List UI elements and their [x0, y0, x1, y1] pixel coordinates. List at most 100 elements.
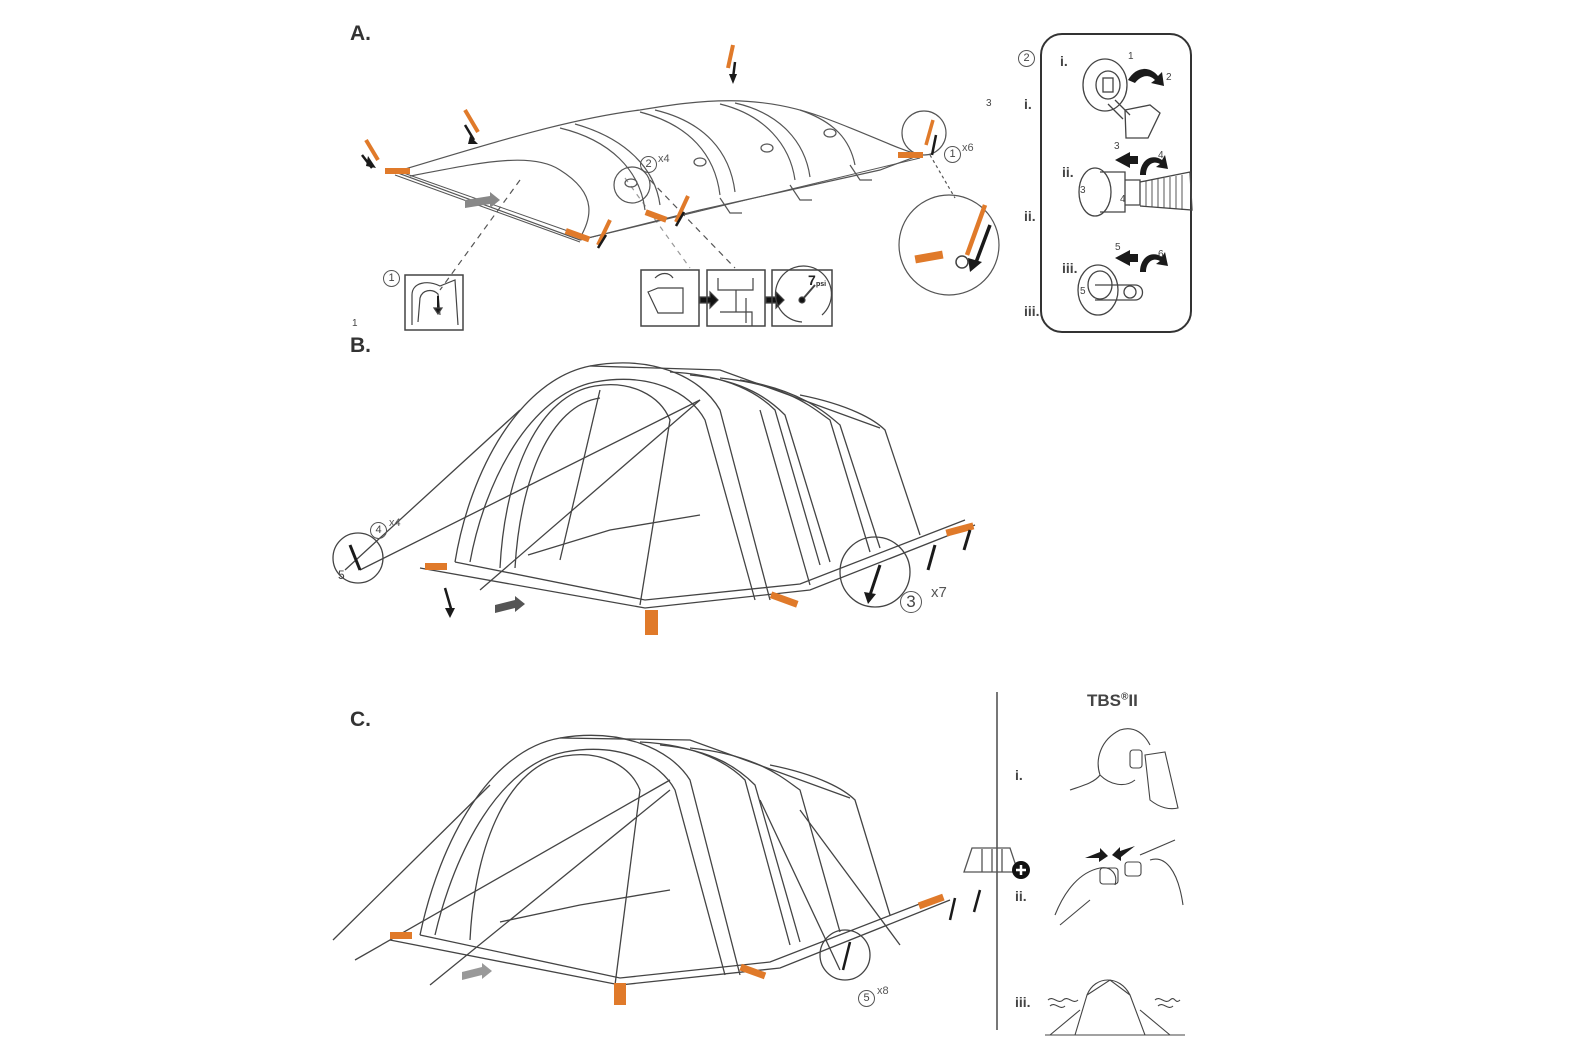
inner-step-iii: iii.	[1062, 260, 1078, 276]
callout-peg: 1	[944, 146, 961, 163]
peg-markers	[361, 44, 992, 272]
zoom-circle-peg	[901, 110, 947, 156]
ground-arrow	[465, 192, 500, 208]
tent-arch-4	[769, 764, 891, 916]
peg-icon	[361, 138, 380, 169]
callout-valve: 2	[640, 156, 657, 173]
zoom-circle-guy-peg	[332, 532, 384, 584]
hand-icon	[1069, 728, 1151, 791]
step-number: 4	[1158, 150, 1164, 161]
porch-curve	[409, 159, 590, 239]
zoom-circle-peg-detail	[898, 194, 1000, 296]
step-box-gauge	[771, 269, 833, 327]
inner-step-i: i.	[1060, 53, 1068, 69]
buckle-icon	[1099, 867, 1119, 885]
peg-icon	[964, 204, 992, 272]
air-tube-2b	[654, 109, 736, 193]
zoom-circle-ground-peg	[839, 536, 911, 608]
tbs-divider	[996, 692, 998, 1030]
tbs-step-ii: ii.	[1015, 888, 1027, 904]
callout-valve-panel: 2	[1018, 50, 1035, 67]
hand-icon	[1149, 858, 1184, 906]
tbs-title-text: TBS	[1087, 691, 1121, 710]
pressure-value: 7	[808, 272, 816, 288]
callout-peg-multiplier: x6	[962, 142, 974, 154]
zoom-circle-valve	[613, 166, 651, 204]
tent-front-arch	[454, 362, 771, 601]
tbs-title: TBS®II	[1087, 691, 1138, 711]
callout-guy-peg-c-multiplier: x8	[877, 985, 889, 997]
leader-line	[439, 179, 521, 291]
guy-line	[332, 784, 491, 941]
peg-icon	[463, 108, 480, 144]
ground-line	[389, 899, 951, 986]
valve-icon	[1082, 58, 1128, 112]
section-c-label: C.	[350, 708, 371, 731]
guy-line	[359, 399, 701, 571]
callout-guy-peg: 4	[370, 522, 387, 539]
guy-line	[354, 779, 671, 961]
rotate-arrow-icon	[1115, 152, 1138, 168]
air-tube-2	[639, 111, 721, 196]
rotate-arrow-icon	[1115, 250, 1138, 266]
peg-icon	[726, 44, 737, 84]
callout-ground-peg: 3	[900, 591, 922, 613]
air-tube-4	[799, 109, 856, 166]
zoom-circle-guy-peg	[819, 929, 871, 981]
tent-arch-4	[799, 394, 921, 536]
outer-step-ii: ii.	[1024, 208, 1036, 224]
callout-guy-peg-c: 5	[858, 990, 875, 1007]
step-number: 4	[1120, 194, 1126, 205]
stray-number-5: 5	[338, 568, 345, 582]
leader-line	[929, 154, 956, 199]
stray-number-1: 1	[352, 318, 358, 329]
front-edge	[394, 174, 581, 243]
callout-guy-peg-multiplier: x4	[389, 517, 401, 529]
step-number: 3	[1114, 141, 1120, 152]
guy-line	[799, 809, 901, 946]
door-arch	[469, 754, 641, 986]
peg-icon	[596, 219, 612, 249]
guy-line	[759, 799, 841, 971]
inner-step-ii: ii.	[1062, 164, 1074, 180]
step-number: 3	[1080, 185, 1086, 196]
step-number: 5	[1115, 242, 1121, 253]
valve-icon	[1077, 264, 1119, 316]
step-number: 1	[1128, 51, 1134, 62]
peg-markers-b	[348, 522, 975, 635]
storage-bag-icon	[963, 847, 1019, 873]
peg-icon	[924, 119, 938, 156]
air-tube-3b	[734, 102, 811, 178]
tbs-title-registered: ®	[1121, 691, 1129, 703]
gauge-icon	[774, 265, 832, 323]
door-arch	[499, 384, 671, 606]
rotate-arrows	[1115, 68, 1168, 272]
guy-line	[429, 789, 671, 986]
hand-icon	[1054, 867, 1117, 916]
step-box-open-valve	[640, 269, 700, 327]
tbs-step-i: i.	[1015, 767, 1023, 783]
air-tube-1	[559, 127, 646, 211]
inflate-sequence	[640, 265, 833, 327]
ridge-line	[559, 737, 851, 799]
peg-icon	[674, 195, 690, 227]
tent-arch-3	[719, 377, 871, 553]
leader-line	[649, 179, 736, 269]
outer-step-iii: iii.	[1024, 303, 1040, 319]
step-number: 5	[1080, 286, 1086, 297]
step-box-pump	[706, 269, 766, 327]
ground-arrow	[495, 596, 525, 613]
guy-line	[479, 399, 701, 591]
rotate-arrow-icon	[1128, 68, 1164, 86]
guy-line	[344, 409, 521, 571]
section-b-label: B.	[350, 334, 371, 357]
peg-markers-c	[390, 889, 982, 1005]
tbs-step-iii: iii.	[1015, 994, 1031, 1010]
air-tube-3	[719, 103, 796, 181]
outer-step-i: i.	[1024, 96, 1032, 112]
